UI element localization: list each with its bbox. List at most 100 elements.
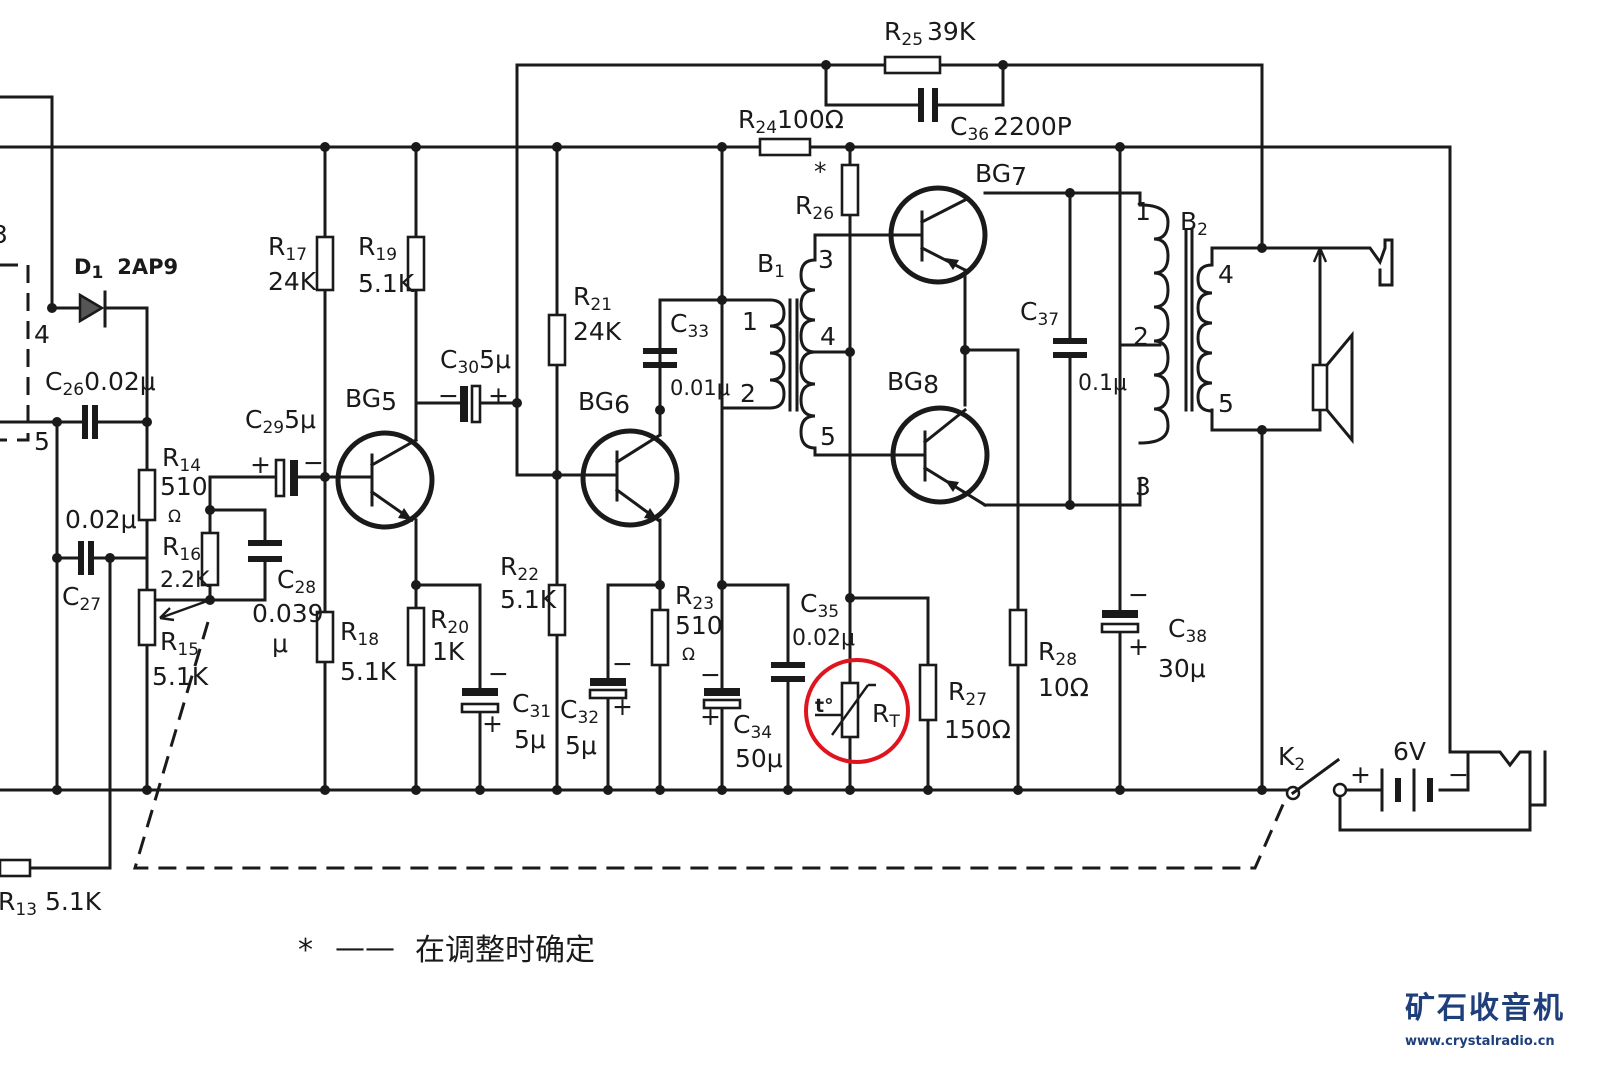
resistor-r13	[0, 858, 32, 878]
ref-r21: R21	[573, 282, 612, 315]
value-r28: 10Ω	[1038, 673, 1089, 702]
value-r27: 150Ω	[944, 715, 1011, 744]
c30-minus: −	[438, 381, 459, 410]
ref-c37: C37	[1020, 297, 1059, 330]
watermark-logo: 矿石收音机 www.crystalradio.cn	[1405, 991, 1565, 1049]
resistor-r21	[547, 313, 567, 367]
unit-c28: μ	[272, 629, 288, 658]
resistor-r17	[315, 235, 335, 292]
value-r15: 5.1K	[152, 662, 209, 691]
power-jack	[1466, 750, 1547, 807]
input-pin-5: 5	[34, 427, 50, 456]
ref-c33: C33	[670, 309, 709, 342]
b1-pin-3: 3	[818, 245, 834, 274]
earphone-jack	[1312, 238, 1394, 287]
b1-pin-5: 5	[820, 422, 836, 451]
label-b1: B1	[757, 249, 785, 282]
label-bg8: BG8	[887, 367, 939, 399]
capacitor-c34	[702, 688, 742, 710]
capacitor-c37	[1053, 338, 1087, 358]
value-c34: 50μ	[735, 744, 783, 773]
ref-rt: RT	[872, 699, 900, 732]
thermistor-rt	[815, 681, 876, 739]
b2-pin-2: 2	[1133, 322, 1149, 351]
c32-minus: −	[612, 649, 633, 678]
b1-pin-4: 4	[820, 322, 836, 351]
input-pin-3: 3	[0, 220, 8, 249]
watermark-url: www.crystalradio.cn	[1405, 1034, 1555, 1049]
ref-c27: C27	[62, 582, 101, 615]
label-k2: K2	[1278, 742, 1305, 775]
resistor-r26	[840, 163, 860, 217]
c31-plus: +	[482, 709, 503, 738]
ref-r18: R18	[340, 617, 379, 650]
transformer-b1	[768, 258, 817, 450]
capacitor-c28	[248, 540, 282, 562]
switch-k2[interactable]	[1285, 757, 1348, 801]
ref-r28: R28	[1038, 637, 1077, 670]
ref-c31: C31	[512, 689, 551, 722]
label-b2: B2	[1180, 207, 1208, 240]
resistor-r25	[883, 55, 942, 75]
resistor-r14	[137, 468, 157, 522]
value-c31: 5μ	[514, 725, 546, 754]
battery-minus: −	[1448, 760, 1469, 789]
ref-r27: R27	[948, 677, 987, 710]
value-r19: 5.1K	[358, 269, 415, 298]
label-c29: C295μ	[245, 405, 316, 438]
value-r23: 510	[675, 611, 723, 640]
b2-pin-3: 3	[1135, 472, 1151, 501]
value-r20: 1K	[432, 637, 465, 666]
ref-r14: R14	[162, 443, 201, 476]
ref-c32: C32	[560, 695, 599, 728]
capacitor-c38	[1100, 610, 1140, 634]
resistor-r28	[1008, 608, 1028, 667]
c31-minus: −	[488, 659, 509, 688]
transistor-bg5	[335, 430, 435, 530]
unit-r23: Ω	[682, 645, 695, 665]
c34-plus: +	[700, 702, 721, 731]
battery-plus: +	[1350, 760, 1371, 789]
watermark-title: 矿石收音机	[1405, 991, 1565, 1026]
c34-minus: −	[700, 660, 721, 689]
footnote: * —— 在调整时确定	[298, 931, 595, 968]
capacitor-c30	[460, 384, 482, 424]
value-c32: 5μ	[565, 731, 597, 760]
ref-r17: R17	[268, 232, 307, 265]
value-c33: 0.01μ	[670, 376, 730, 400]
label-bg6: BG6	[578, 387, 630, 419]
battery-voltage: 6V	[1393, 737, 1426, 766]
b2-pin-4: 4	[1218, 260, 1234, 289]
resistor-r19	[406, 235, 426, 292]
value-c27: 0.02μ	[65, 505, 137, 534]
ref-c35: C35	[800, 589, 839, 622]
input-coil-shield	[0, 263, 30, 442]
label-bg5: BG5	[345, 384, 397, 416]
value-c38: 30μ	[1158, 654, 1206, 683]
c38-plus: +	[1128, 632, 1149, 661]
label-r24: R24100Ω	[738, 105, 844, 138]
resistor-r16	[200, 531, 220, 587]
capacitor-c36	[918, 88, 938, 122]
capacitor-c26	[82, 405, 98, 439]
ref-r19: R19	[358, 232, 397, 265]
ref-r22: R22	[500, 552, 539, 585]
gang-link-dashed	[132, 621, 1287, 870]
b2-pin-1: 1	[1135, 197, 1151, 226]
value-r21: 24K	[573, 317, 622, 346]
ref-r26: R26	[795, 191, 834, 224]
capacitor-c35	[771, 662, 805, 682]
speaker	[1311, 330, 1354, 445]
c30-plus: +	[488, 381, 509, 410]
capacitor-c32	[588, 678, 628, 700]
resistor-r22	[547, 583, 567, 637]
ref-r15: R15	[160, 627, 199, 660]
label-c30: C305μ	[440, 345, 511, 378]
resistor-r18	[315, 610, 335, 664]
value-c37: 0.1μ	[1078, 371, 1127, 396]
